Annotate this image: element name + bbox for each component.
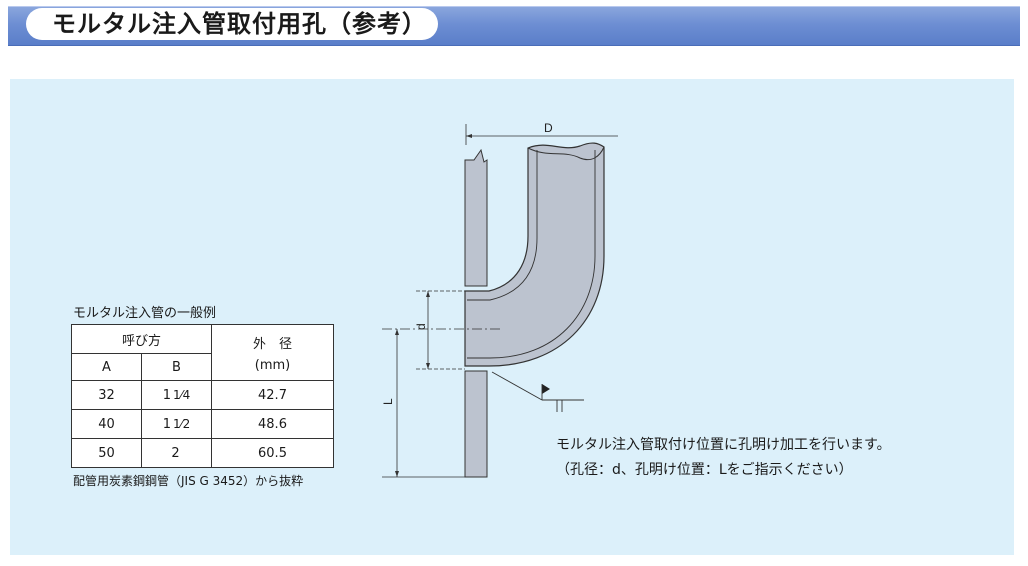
- dimension-D-label: D: [544, 121, 553, 135]
- header-outer-line1: 外 径: [252, 336, 292, 352]
- dimension-L-label: L: [381, 398, 395, 405]
- cell-outer: 60.5: [211, 438, 334, 468]
- cell-b-whole: 2: [171, 445, 180, 461]
- table-caption: モルタル注入管の一般例: [73, 306, 217, 321]
- table-source-note: 配管用炭素鋼鋼管（JIS G 3452）から抜粋: [73, 474, 304, 488]
- wall-lower: [464, 370, 488, 478]
- dimension-d-label: d: [414, 323, 428, 330]
- cell-b-fraction: 1⁄4: [173, 387, 191, 402]
- cell-b-fraction: 1⁄2: [173, 416, 191, 431]
- elbow-pipe: [464, 142, 605, 367]
- cell-b-whole: 1: [162, 416, 171, 432]
- elbow-inner-line: [467, 150, 538, 301]
- cell-b-whole: 1: [162, 387, 171, 403]
- title-pill: [26, 8, 438, 40]
- header-col-a: A: [71, 353, 142, 381]
- wall-upper: [464, 148, 488, 287]
- table-row: 50 2 60.5: [71, 438, 334, 468]
- header-outer-line2: (mm): [254, 357, 291, 373]
- pipe-cut: [527, 146, 605, 161]
- page-title: モルタル注入管取付用孔（参考）: [52, 10, 427, 38]
- cell-outer: 48.6: [211, 409, 334, 439]
- elbow-inner-line-outer: [467, 150, 596, 359]
- cell-a: 50: [71, 438, 142, 468]
- instruction-line-2: （孔径：d、孔明け位置：Lをご指示ください）: [556, 462, 853, 478]
- instruction-line-1: モルタル注入管取付け位置に孔明け加工を行います。: [556, 437, 891, 453]
- weld-flag-icon: [542, 384, 550, 394]
- header-outer-diameter: 外 径 (mm): [211, 324, 334, 381]
